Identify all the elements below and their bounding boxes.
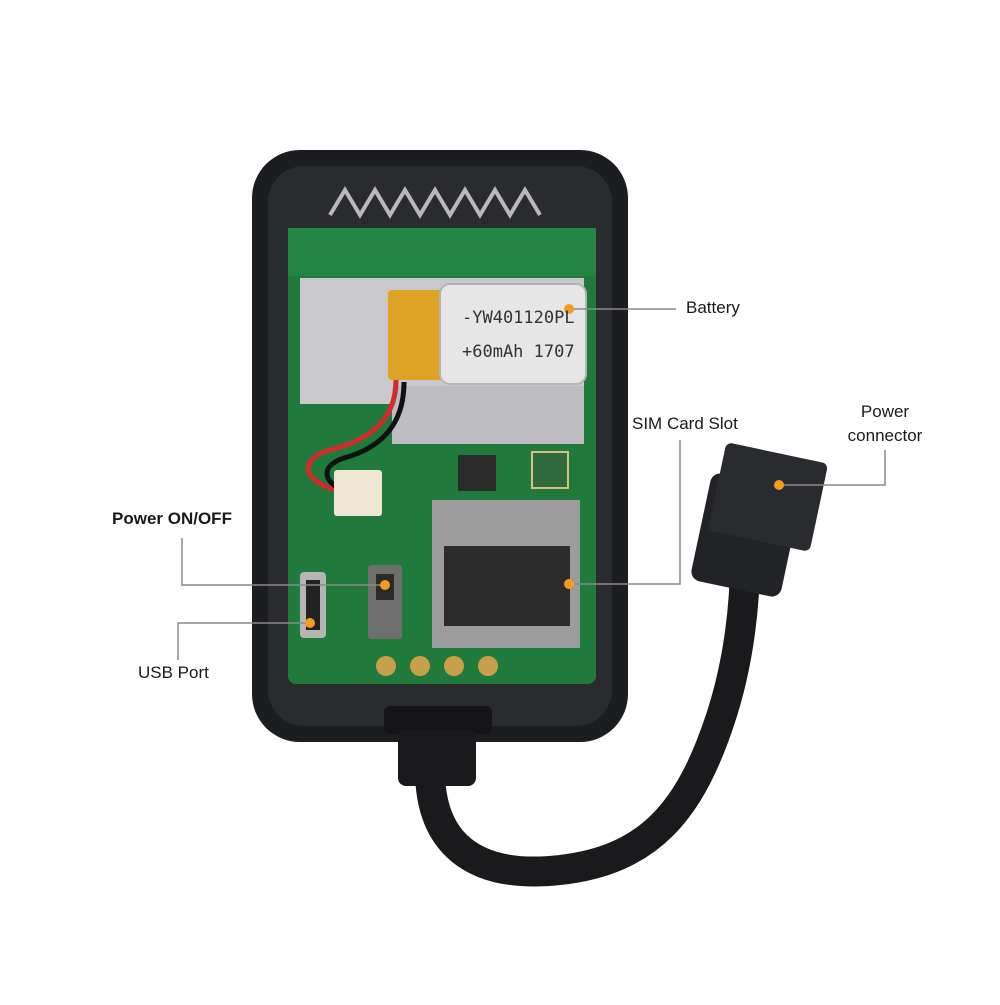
leader-power-connector — [779, 450, 886, 486]
solder-pad-4 — [478, 656, 498, 676]
power-cable — [415, 545, 760, 887]
label-sim-card-slot: SIM Card Slot — [632, 414, 738, 433]
battery-cell — [439, 283, 587, 385]
label-power-connector-line2: connector — [847, 426, 923, 445]
battery-wire-black — [324, 381, 407, 495]
leader-usb — [177, 622, 310, 660]
solder-pad-2 — [410, 656, 430, 676]
dot-sim — [564, 579, 574, 589]
battery-wire-red — [305, 379, 399, 493]
dot-power-connector — [774, 480, 784, 490]
cable-grommet — [384, 706, 492, 734]
battery-print-line1: -YW401120PL — [462, 308, 575, 328]
power-connector-head — [708, 443, 828, 551]
leader-power-switch — [181, 538, 385, 586]
dot-battery — [564, 304, 574, 314]
spring-contact — [328, 186, 542, 219]
circuit-board-top-strip — [288, 228, 596, 276]
label-usb-port: USB Port — [138, 663, 209, 682]
rf-shield-lower — [392, 386, 584, 444]
label-power-connector-line1: Power — [860, 402, 910, 421]
battery-print-line2: +60mAh 1707 — [462, 342, 575, 362]
battery-pcb-tab — [388, 290, 450, 380]
label-battery: Battery — [686, 298, 740, 317]
label-power-connector: Power connector — [830, 400, 940, 448]
dot-usb — [305, 618, 315, 628]
chip-small-1 — [458, 455, 496, 491]
leader-sim — [569, 440, 681, 585]
solder-pad-3 — [444, 656, 464, 676]
usb-port-opening — [306, 580, 320, 630]
battery-connector-jst — [334, 470, 382, 516]
cable-strain-relief — [398, 730, 476, 786]
dot-power-switch — [380, 580, 390, 590]
sim-card-insert — [444, 546, 570, 626]
chip-small-2 — [531, 451, 569, 489]
label-power-switch: Power ON/OFF — [112, 509, 232, 528]
solder-pad-1 — [376, 656, 396, 676]
